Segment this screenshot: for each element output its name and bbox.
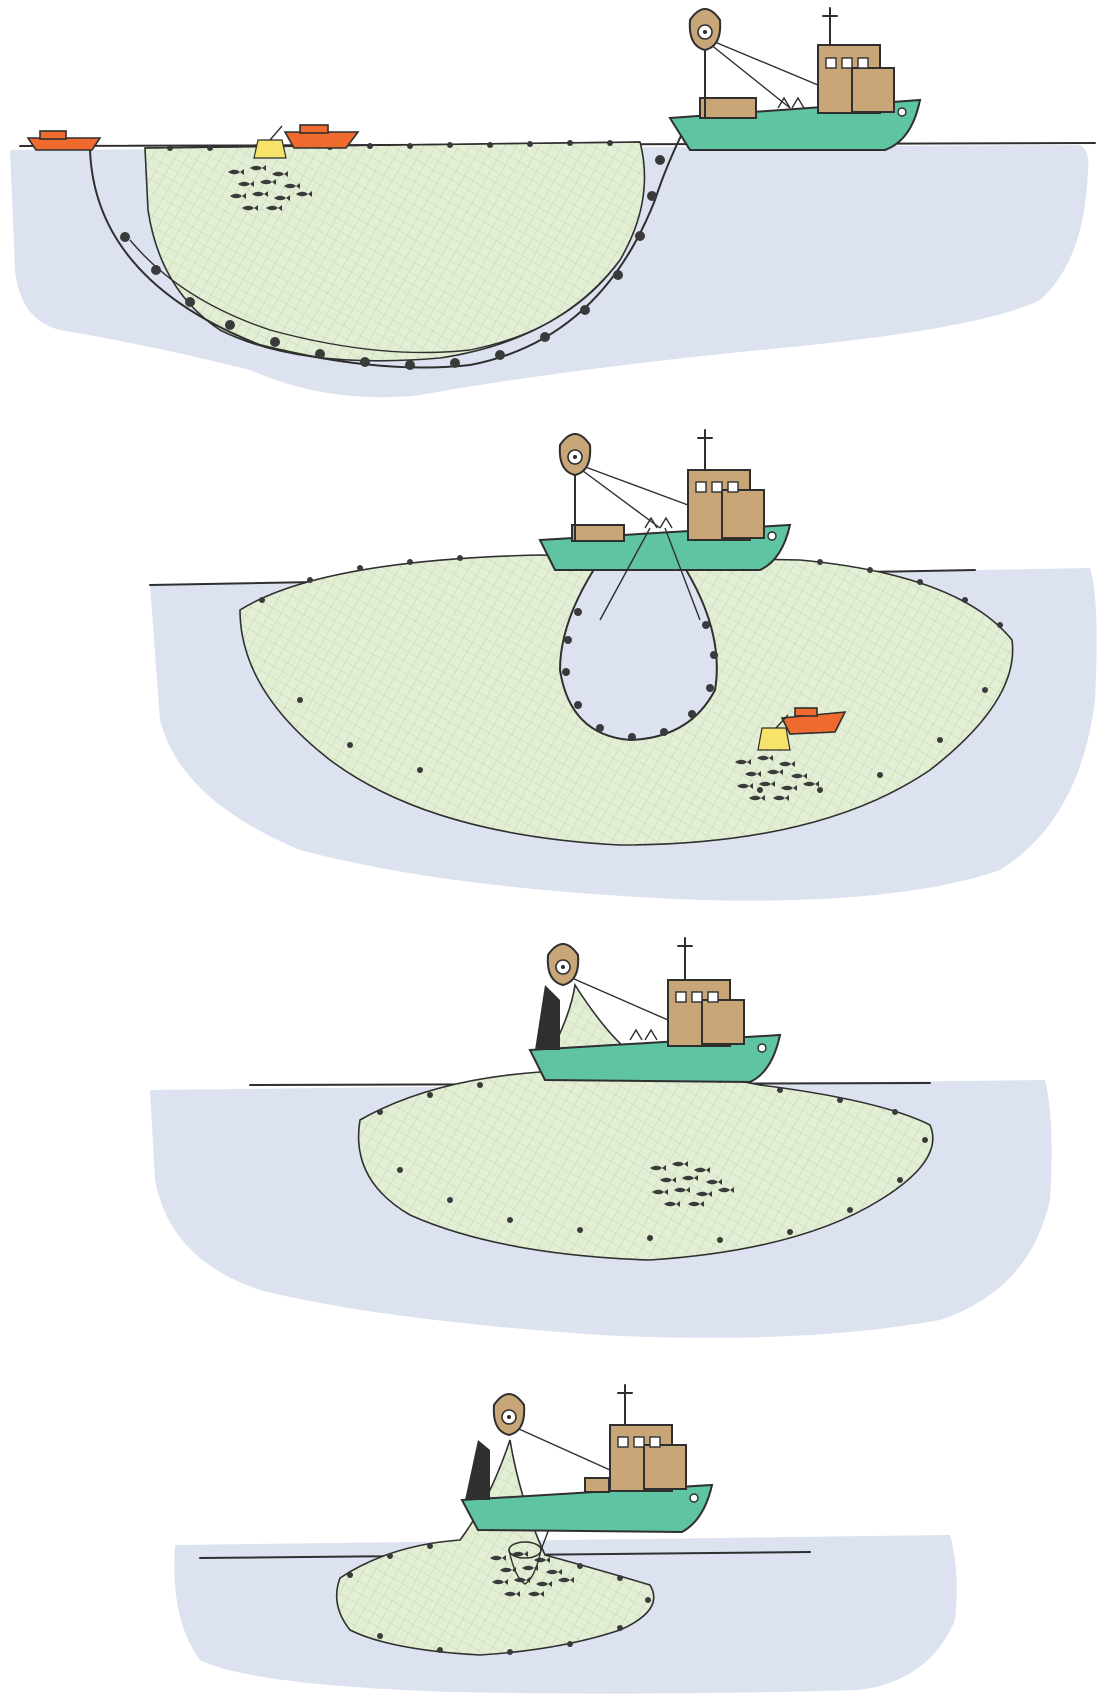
panel-2-pursing — [150, 430, 1097, 901]
purse-seiner-icon — [670, 8, 920, 150]
panel-1-setting-net — [10, 8, 1095, 397]
skiff-icon — [28, 138, 100, 150]
panel-4-brailing — [174, 1385, 956, 1694]
purse-seiner-icon — [462, 1385, 712, 1532]
purse-seiner-icon — [530, 938, 780, 1082]
light-boat-icon — [285, 132, 358, 148]
power-block-icon — [548, 944, 578, 985]
power-block-icon — [560, 434, 590, 475]
panel-3-hauling — [150, 938, 1052, 1338]
light-lamp-icon — [254, 126, 286, 158]
power-block-icon — [690, 9, 720, 50]
power-block-icon — [494, 1394, 524, 1435]
